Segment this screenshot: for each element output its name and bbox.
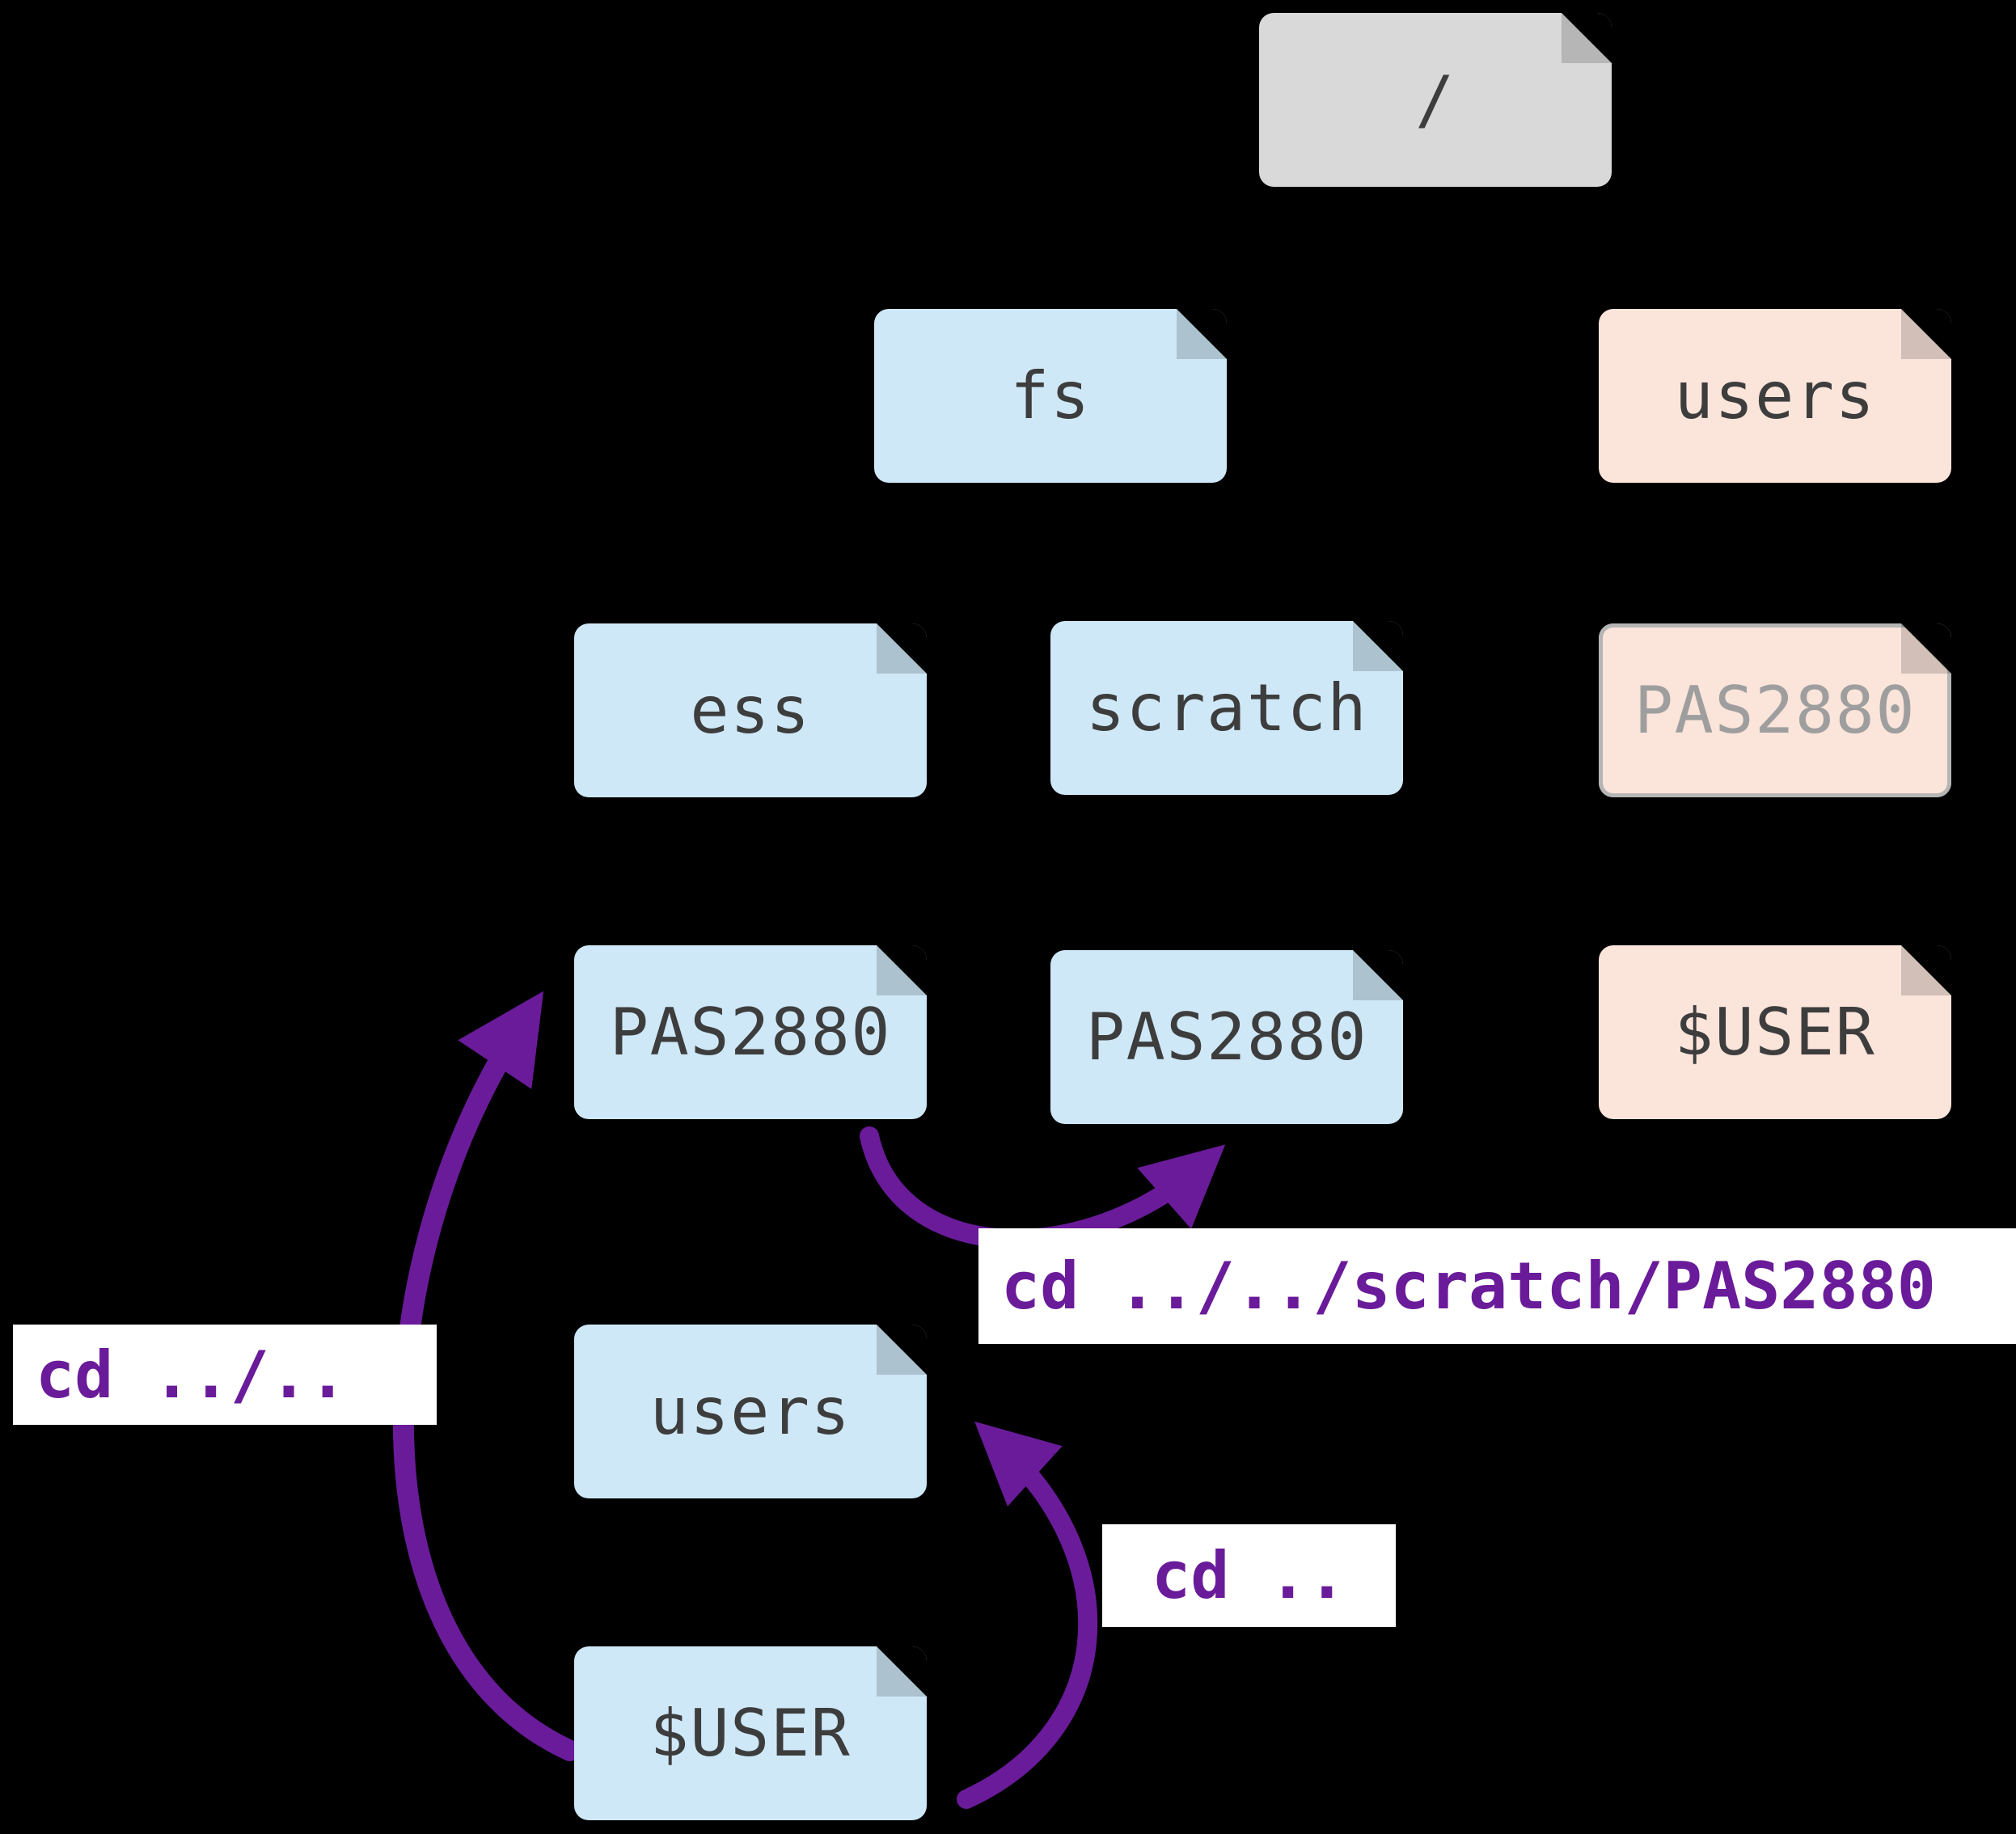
command-text: cd ../../scratch/PAS2880: [1001, 1249, 1936, 1324]
arrow-cd-up: [957, 1421, 1098, 1809]
folder-label: PAS2880: [609, 995, 892, 1070]
folder-corner-fold-icon: [877, 945, 927, 995]
folder-corner-fold-icon: [1901, 623, 1951, 674]
folder-scratch: scratch: [1050, 621, 1403, 795]
folder-corner-fold-icon: [1901, 945, 1951, 995]
folder-corner-fold-icon: [1353, 950, 1403, 1000]
folder-corner-fold-icon: [1177, 309, 1227, 359]
folder-users-root: users: [1599, 309, 1951, 483]
command-text: cd ..: [1152, 1538, 1346, 1613]
folder-label: users: [1674, 358, 1876, 433]
folder-pas2880-users-dimmed: PAS2880: [1599, 623, 1951, 797]
folder-label: ess: [690, 673, 811, 748]
folder-label: PAS2880: [1085, 999, 1368, 1075]
folder-corner-fold-icon: [1901, 309, 1951, 359]
folder-users-ess: users: [574, 1325, 927, 1498]
folder-label: PAS2880: [1634, 673, 1917, 748]
folder-fs: fs: [874, 309, 1227, 483]
folder-pas2880-scratch: PAS2880: [1050, 950, 1403, 1124]
folder-user-home-peach: $USER: [1599, 945, 1951, 1119]
command-label-cd-up: cd ..: [1102, 1524, 1396, 1627]
command-label-cd-scratch-pas2880: cd ../../scratch/PAS2880: [978, 1228, 2016, 1344]
folder-corner-fold-icon: [1353, 621, 1403, 671]
command-text: cd ../..: [36, 1337, 348, 1413]
folder-root: /: [1259, 13, 1612, 187]
folder-corner-fold-icon: [877, 1325, 927, 1375]
command-label-cd-up-two: cd ../..: [13, 1325, 437, 1425]
arrow-cd-up-two: [392, 991, 581, 1761]
folder-label: $USER: [649, 1696, 852, 1771]
folder-corner-fold-icon: [877, 623, 927, 674]
arrow-cd-scratch: [860, 1126, 1226, 1249]
folder-corner-fold-icon: [1562, 13, 1612, 63]
folder-label: scratch: [1085, 670, 1368, 746]
folder-label: /: [1415, 62, 1456, 137]
folder-user-home-blue: $USER: [574, 1646, 927, 1820]
folder-label: fs: [1010, 358, 1091, 433]
folder-ess: ess: [574, 623, 927, 797]
folder-label: users: [649, 1374, 852, 1449]
folder-corner-fold-icon: [877, 1646, 927, 1697]
folder-label: $USER: [1674, 995, 1876, 1070]
folder-pas2880-ess: PAS2880: [574, 945, 927, 1119]
